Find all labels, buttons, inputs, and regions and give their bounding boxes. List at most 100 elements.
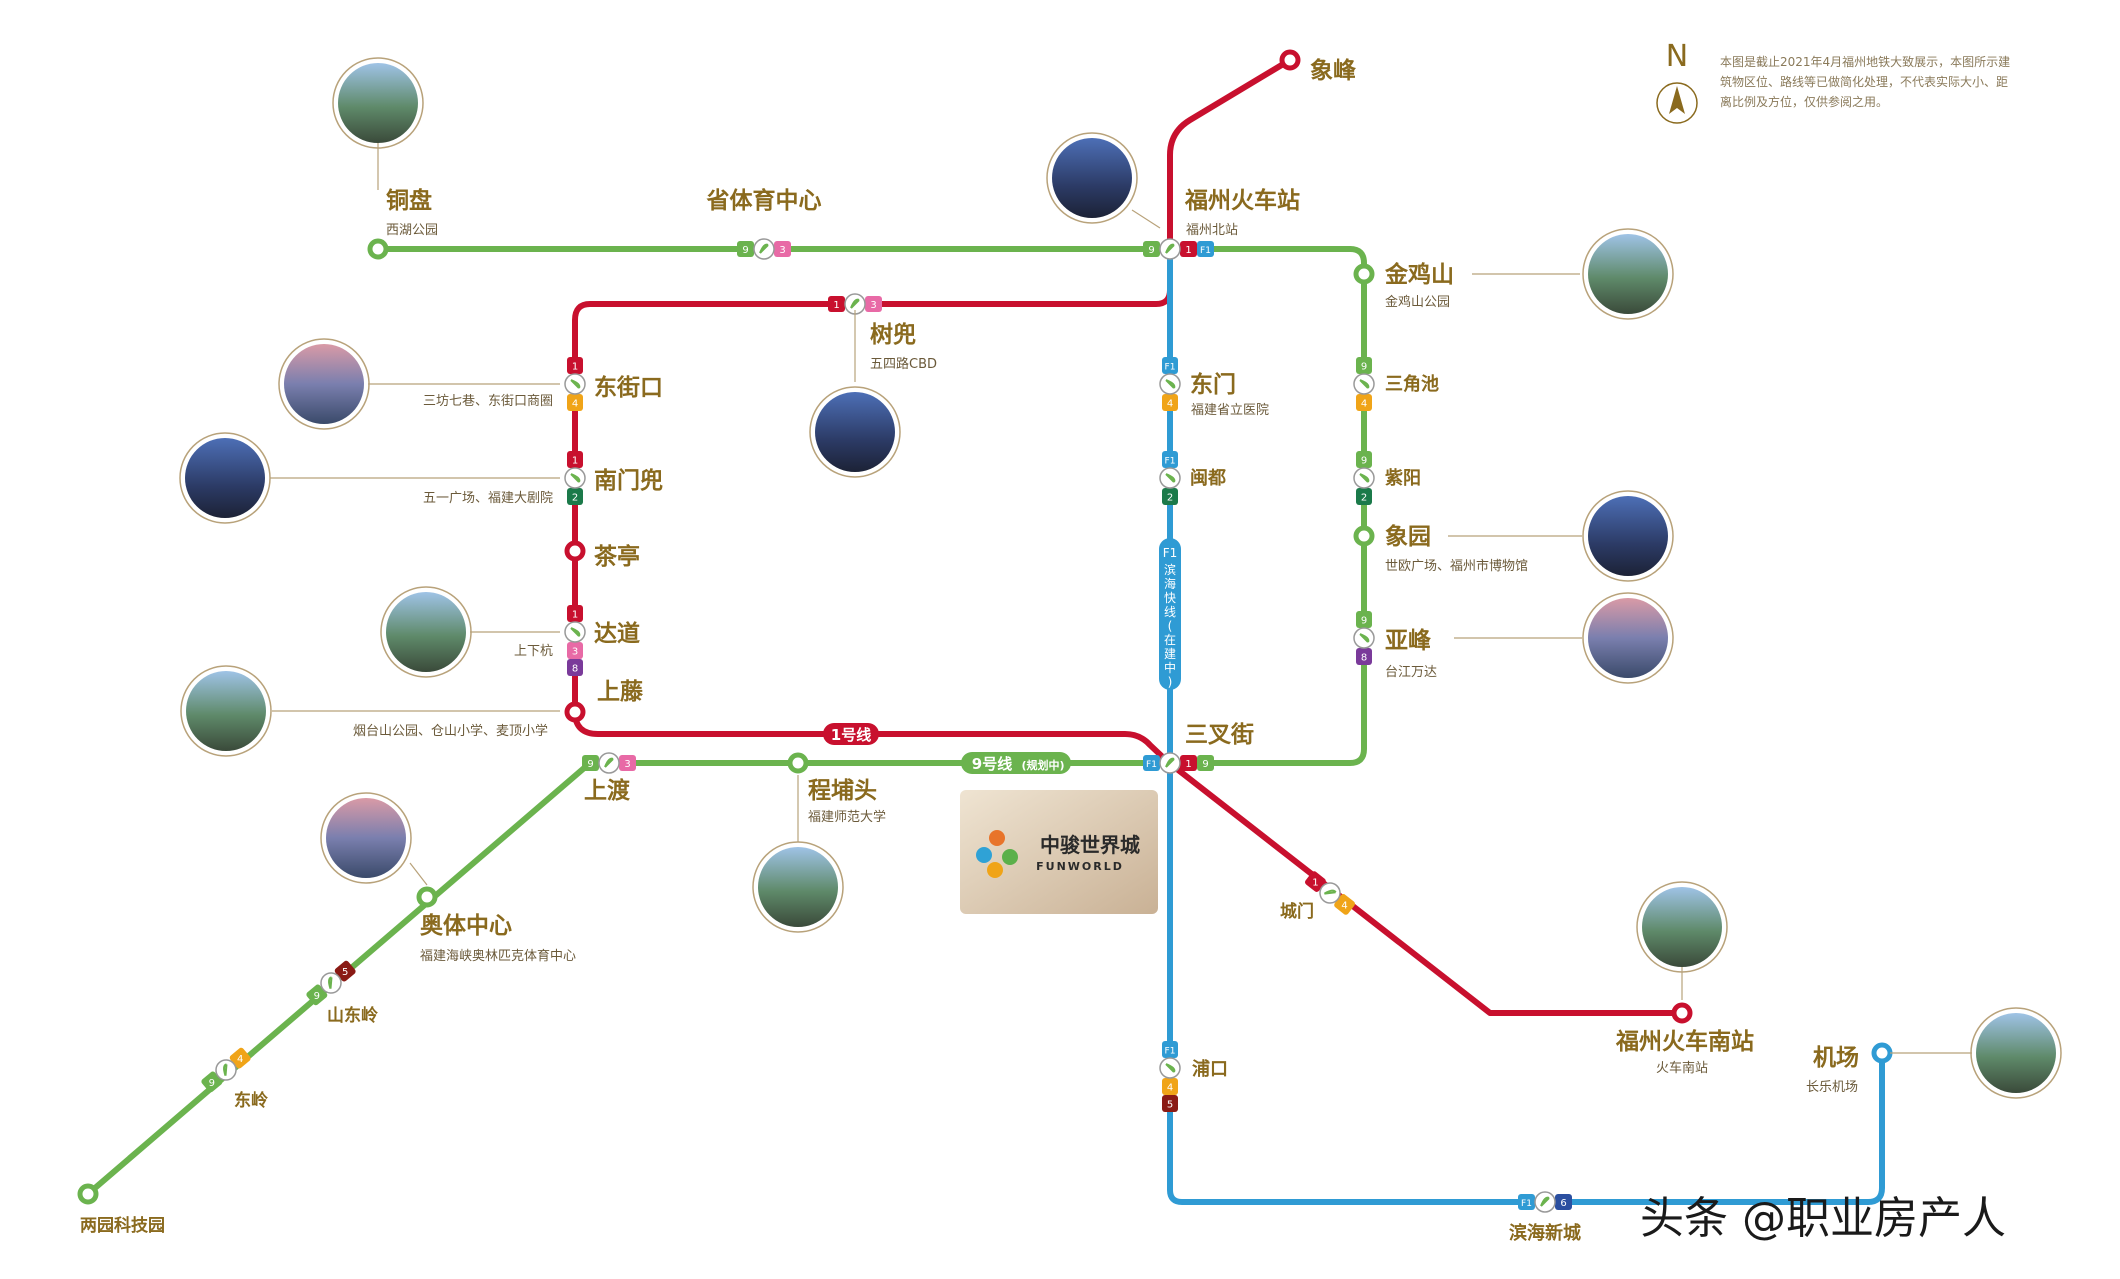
station-liangyuan[interactable]: 两园科技园 [80, 1215, 165, 1236]
station-xiangfeng[interactable]: 象峰 [1310, 57, 1357, 84]
svg-text:筑物区位、路线等已做简化处理，不代表实际大小、距: 筑物区位、路线等已做简化处理，不代表实际大小、距 [1720, 74, 2008, 89]
station-tongpan-sub: 西湖公园 [386, 223, 438, 238]
station-labels: 象峰 铜盘 西湖公园 省体育中心 福州火车站 福州北站 金鸡山 金鸡山公园 树兜… [80, 57, 1859, 1244]
brand-title: 中骏世界城 [1040, 833, 1140, 857]
interchange-badge[interactable]: 94 [199, 1045, 253, 1095]
station-sanchajie[interactable]: 三叉街 [1185, 721, 1254, 748]
interchange-badge[interactable]: 94 [1353, 357, 1375, 411]
interchange-badge[interactable]: F14 [1159, 357, 1181, 411]
station-fuzhou-south[interactable]: 福州火车南站 [1615, 1028, 1754, 1055]
interchange-badge[interactable]: 14 [1303, 868, 1358, 917]
f1-capsule [1159, 538, 1181, 690]
badge-line-number: 2 [1361, 493, 1367, 504]
dot-shangteng[interactable] [564, 701, 586, 723]
transfer-icon [570, 473, 581, 483]
station-dadao[interactable]: 达道 [594, 620, 640, 647]
brand-box[interactable]: 中骏世界城 FUNWORLD [960, 790, 1158, 914]
interchange-badge[interactable]: 14 [564, 357, 586, 411]
station-fuzhou-sub: 福州北站 [1186, 223, 1238, 238]
f1-vertical-char: 在 [1164, 633, 1176, 647]
station-yafeng[interactable]: 亚峰 [1385, 628, 1432, 654]
station-mindu[interactable]: 闽都 [1190, 467, 1226, 489]
station-dadao-sub: 上下杭 [514, 644, 553, 659]
station-chengmen[interactable]: 城门 [1280, 901, 1314, 922]
dot-tongpan[interactable] [367, 238, 389, 260]
dot-jichang[interactable] [1871, 1042, 1893, 1064]
badge-line-number: F1 [1165, 457, 1176, 467]
badge-line-number: F1 [1521, 1199, 1532, 1209]
dot-jinjishan[interactable] [1353, 263, 1375, 285]
f1-vertical-char: F1 [1163, 546, 1178, 560]
photo-dadao [380, 586, 472, 678]
station-jinjishan[interactable]: 金鸡山 [1384, 261, 1454, 288]
dot-xiangfeng[interactable] [1279, 49, 1301, 71]
badge-line-number: 5 [1167, 1100, 1173, 1111]
f1-vertical-char: 中 [1164, 660, 1176, 675]
station-xiangyuan-sub: 世欧广场、福州市博物馆 [1385, 558, 1528, 574]
transfer-icon [759, 243, 769, 254]
transfer-icon [1323, 889, 1337, 895]
station-dongmen[interactable]: 东门 [1190, 371, 1236, 398]
station-jichang-sub: 长乐机场 [1806, 1080, 1858, 1095]
station-binhaixincheng[interactable]: 滨海新城 [1509, 1222, 1581, 1244]
interchange-badge[interactable]: 12 [564, 451, 586, 505]
dot-liangyuan[interactable] [77, 1183, 99, 1205]
station-fuzhou[interactable]: 福州火车站 [1184, 187, 1300, 214]
station-ziyang[interactable]: 紫阳 [1385, 467, 1421, 489]
transfer-icon [570, 627, 581, 637]
line9-label-bg [961, 752, 1071, 774]
station-pukou[interactable]: 浦口 [1192, 1058, 1228, 1080]
station-dots [77, 49, 1893, 1205]
dot-fuzhou-south[interactable] [1671, 1002, 1693, 1024]
station-dongmen-sub: 福建省立医院 [1191, 403, 1269, 418]
station-chating[interactable]: 茶亭 [594, 543, 640, 570]
station-aotizhongxin[interactable]: 奥体中心 [420, 912, 512, 939]
svg-text:本图是截止2021年4月福州地铁大致展示，本图所示建: 本图是截止2021年4月福州地铁大致展示，本图所示建 [1720, 54, 2010, 69]
station-sanjiaochi[interactable]: 三角池 [1385, 373, 1439, 395]
station-tongpan[interactable]: 铜盘 [386, 187, 432, 214]
interchange-badge[interactable]: 138 [564, 605, 586, 676]
station-chengputou[interactable]: 程埔头 [808, 777, 877, 804]
photo-chengputou [752, 841, 844, 933]
dot-chating[interactable] [564, 540, 586, 562]
line-1 [572, 57, 1685, 1016]
transfer-icon [1540, 1196, 1550, 1207]
station-dongling[interactable]: 东岭 [234, 1090, 268, 1111]
transfer-icon [223, 1063, 228, 1076]
dot-xiangyuan[interactable] [1353, 525, 1375, 547]
station-shengtiyu[interactable]: 省体育中心 [706, 187, 822, 214]
north-arrow-icon [1669, 86, 1685, 114]
dot-chengputou[interactable] [787, 752, 809, 774]
dot-aotizhongxin[interactable] [416, 886, 438, 908]
badge-line-number: 3 [779, 245, 785, 256]
badge-line-number: F1 [1146, 760, 1157, 770]
badge-line-number: 1 [1312, 878, 1318, 889]
transfer-icon [1165, 379, 1176, 389]
station-shandongling[interactable]: 山东岭 [327, 1005, 378, 1026]
station-jichang[interactable]: 机场 [1813, 1045, 1859, 1071]
station-shudou[interactable]: 树兜 [870, 321, 916, 348]
station-shangteng[interactable]: 上藤 [597, 679, 644, 705]
interchange-badge[interactable]: F1 2 [1159, 451, 1181, 505]
station-dongjiekou[interactable]: 东街口 [594, 374, 663, 401]
badge-line-number: 1 [833, 300, 839, 311]
interchange-badge[interactable]: 95 [304, 958, 358, 1008]
line1-label: 1号线 [831, 726, 871, 744]
badge-line-number: 2 [1167, 493, 1173, 504]
station-shangteng-sub: 烟台山公园、仓山小学、麦顶小学 [353, 723, 548, 739]
station-nanmendou[interactable]: 南门兜 [594, 467, 663, 494]
interchange-badge[interactable]: 98 [1353, 611, 1375, 665]
station-xiangyuan[interactable]: 象园 [1385, 523, 1431, 550]
station-shangdu[interactable]: 上渡 [584, 777, 631, 804]
photo-yafeng [1582, 592, 1674, 684]
interchange-badge[interactable]: 92 [1353, 451, 1375, 505]
